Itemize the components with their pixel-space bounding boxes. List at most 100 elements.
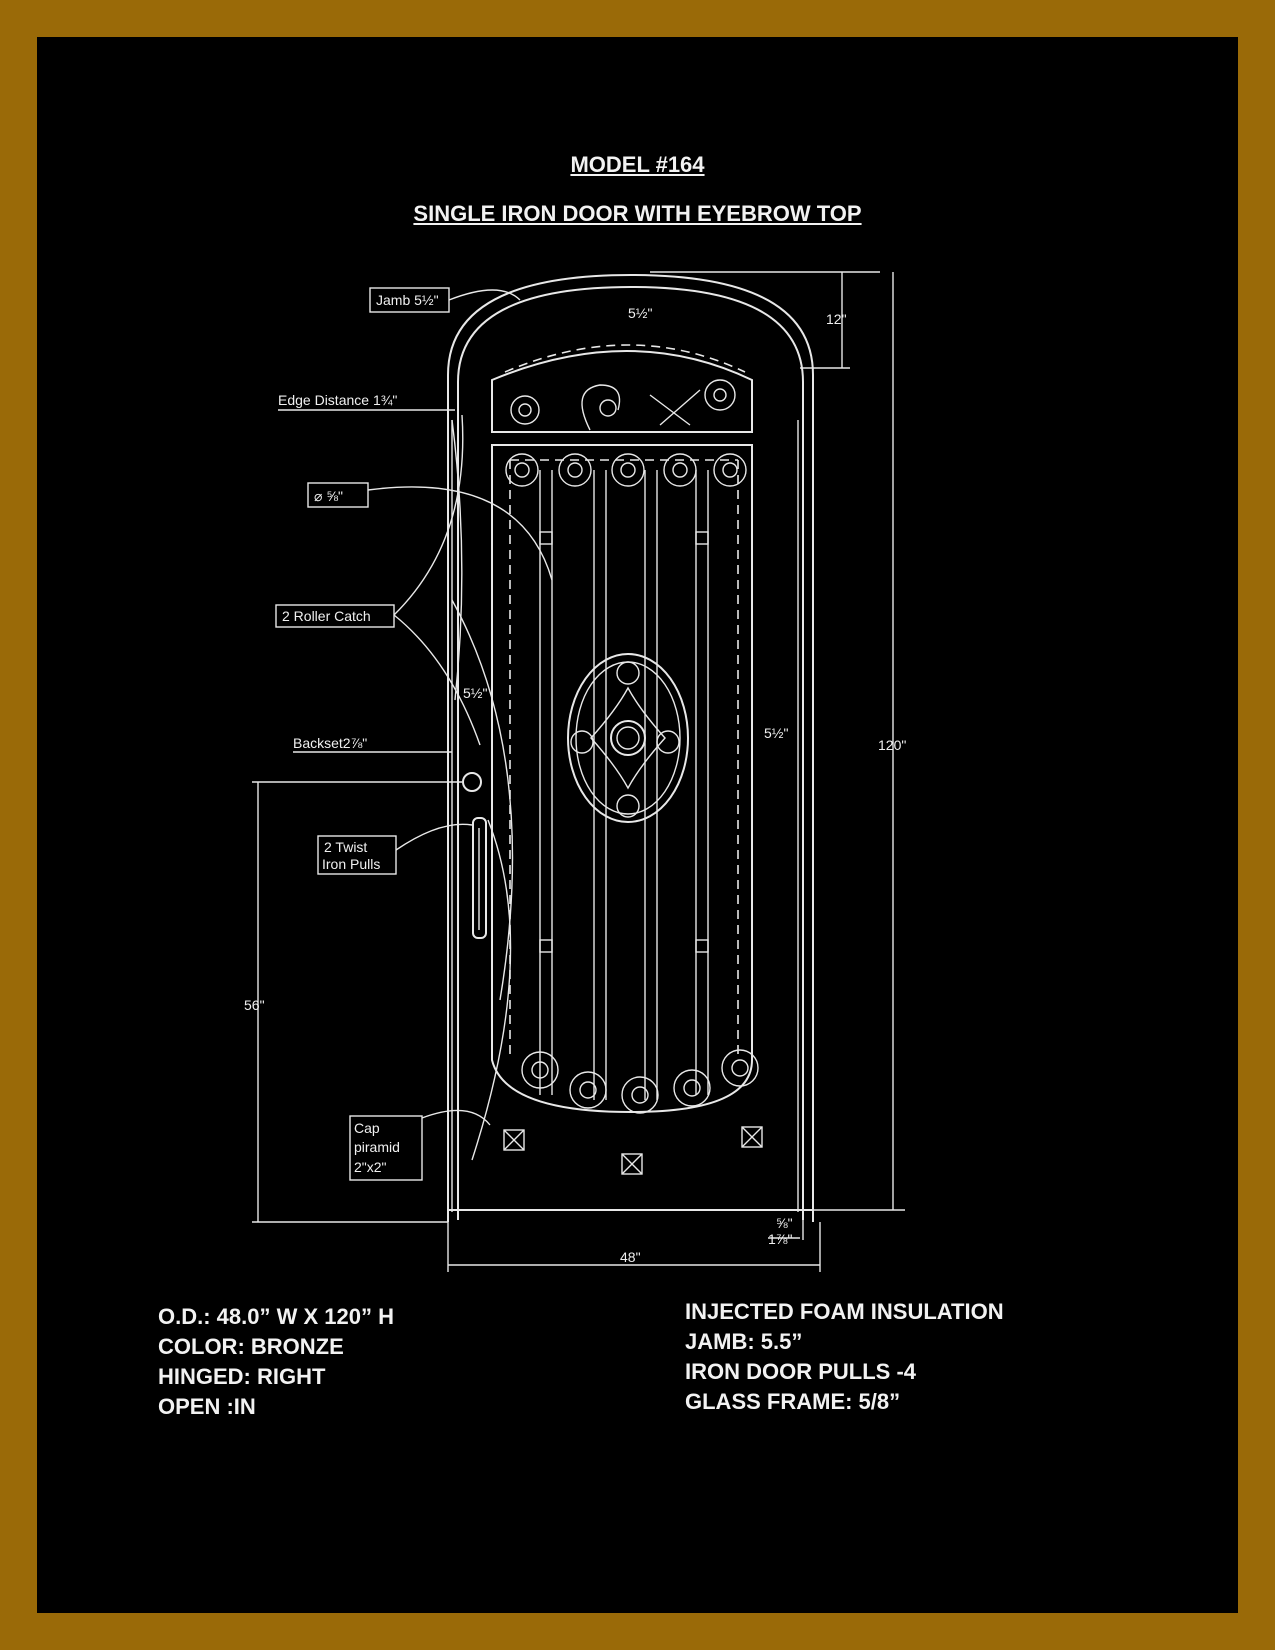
medallion-knob: [656, 730, 680, 754]
scroll: [567, 462, 583, 478]
swing-arc: [471, 819, 512, 1161]
scroll: [673, 1069, 711, 1107]
bottom-scroll-row: [521, 1049, 759, 1114]
drawing-sheet: [37, 37, 1238, 1613]
eyebrow-scrolls: [510, 379, 736, 431]
scroll: [581, 384, 621, 431]
scroll: [518, 403, 532, 417]
collar: [539, 939, 553, 953]
scroll: [531, 1061, 549, 1079]
scroll: [731, 1059, 749, 1077]
outer-frame: [447, 273, 814, 1222]
medallion-knob: [616, 794, 640, 818]
scroll: [505, 453, 539, 487]
eyebrow-panel: [491, 350, 753, 433]
twist-pulls-callout-box: [317, 835, 397, 875]
spec-color: COLOR: BRONZE: [158, 1334, 344, 1359]
scroll: [631, 1086, 649, 1104]
total-height-dimension: 120": [878, 737, 906, 753]
width-dimension: 48": [620, 1249, 641, 1265]
handle-height-dimension: 56": [244, 997, 265, 1013]
specs-right: INJECTED FOAM INSULATION JAMB: 5.5” IRON…: [685, 1297, 1004, 1417]
model-title: MODEL #164: [570, 152, 705, 177]
scroll: [721, 1049, 759, 1087]
cap-callout-line2: piramid: [354, 1139, 400, 1155]
scroll: [510, 395, 540, 425]
knocker-ring: [610, 720, 646, 756]
spec-glass-frame: GLASS FRAME: 5/8”: [685, 1389, 901, 1414]
twist-pulls-callout-line1: 2 Twist: [324, 839, 367, 855]
medallion-outer: [567, 653, 689, 823]
scroll: [649, 389, 701, 426]
cap: [503, 1129, 525, 1151]
cap-callout-line3: 2"x2": [354, 1159, 387, 1175]
diameter-callout: ⌀ ⅝": [314, 488, 343, 504]
inner-frame: [457, 285, 804, 1220]
spec-jamb: JAMB: 5.5”: [685, 1329, 803, 1354]
scroll: [579, 1081, 597, 1099]
spec-pulls: IRON DOOR PULLS -4: [685, 1359, 917, 1384]
collar: [695, 531, 709, 545]
scroll: [521, 1051, 559, 1089]
jamb-callout: Jamb 5½": [376, 292, 439, 308]
cap: [621, 1153, 643, 1175]
scroll: [704, 379, 736, 411]
cap-callout-box: [349, 1115, 423, 1181]
spec-open: OPEN :IN: [158, 1394, 256, 1419]
eyebrow-dashed: [504, 344, 746, 373]
specs-left: O.D.: 48.0” W X 120” H COLOR: BRONZE HIN…: [158, 1302, 394, 1422]
lock-cylinder: [462, 772, 482, 792]
pyramid-caps: [503, 1126, 763, 1175]
top-rise-dimension: 12": [826, 311, 847, 327]
backset-callout: Backset2⅞": [293, 735, 367, 751]
swing-arc: [451, 419, 463, 701]
scroll: [620, 462, 636, 478]
scroll: [514, 462, 530, 478]
twist-pulls-callout-line2: Iron Pulls: [322, 856, 380, 872]
dimension-total-height: [813, 272, 905, 1211]
roller-catch-callout: 2 Roller Catch: [282, 608, 371, 624]
bar-collars: [539, 531, 709, 953]
edge-distance-callout: Edge Distance 1¾": [278, 392, 397, 408]
collar: [695, 939, 709, 953]
glass-dashed-outline: [509, 459, 739, 1060]
top-scroll-row: [505, 453, 747, 487]
spec-insulation: INJECTED FOAM INSULATION: [685, 1299, 1004, 1324]
scroll: [558, 453, 592, 487]
door-panel: [491, 444, 753, 1114]
vertical-bars: [539, 470, 709, 1100]
spec-hinged: HINGED: RIGHT: [158, 1364, 326, 1389]
scroll: [683, 1079, 701, 1097]
medallion-quatrefoil: [590, 686, 666, 790]
dimension-width: [447, 1222, 821, 1272]
bottom-fraction-dimension: ⅝": [776, 1215, 793, 1231]
dimension-top-rise: [650, 271, 880, 369]
scroll: [611, 453, 645, 487]
spec-outer-dimensions: O.D.: 48.0” W X 120” H: [158, 1304, 394, 1329]
scroll: [599, 399, 617, 417]
medallion-knob: [570, 730, 594, 754]
scroll: [713, 388, 727, 402]
roller-catch-callout-box: [275, 604, 395, 628]
door-subtitle: SINGLE IRON DOOR WITH EYEBROW TOP: [413, 201, 862, 226]
medallion-knob: [616, 661, 640, 685]
cap: [741, 1126, 763, 1148]
scroll: [672, 462, 688, 478]
right-side-dimension: 5½": [764, 725, 788, 741]
center-medallion: [567, 653, 689, 823]
left-side-dimension: 5½": [463, 685, 487, 701]
scroll: [663, 453, 697, 487]
knocker-ring-inner: [616, 726, 640, 750]
scroll: [621, 1076, 659, 1114]
scroll: [569, 1071, 607, 1109]
arch-top-dimension: 5½": [628, 305, 652, 321]
cap-callout-line1: Cap: [354, 1120, 380, 1136]
scroll: [713, 453, 747, 487]
bottom-fraction-dimension-2: 1⅞": [768, 1231, 792, 1247]
collar: [539, 531, 553, 545]
scroll: [722, 462, 738, 478]
twist-pull: [472, 817, 487, 939]
dimension-handle-height: [252, 781, 462, 1223]
diameter-callout-box: [307, 482, 369, 508]
